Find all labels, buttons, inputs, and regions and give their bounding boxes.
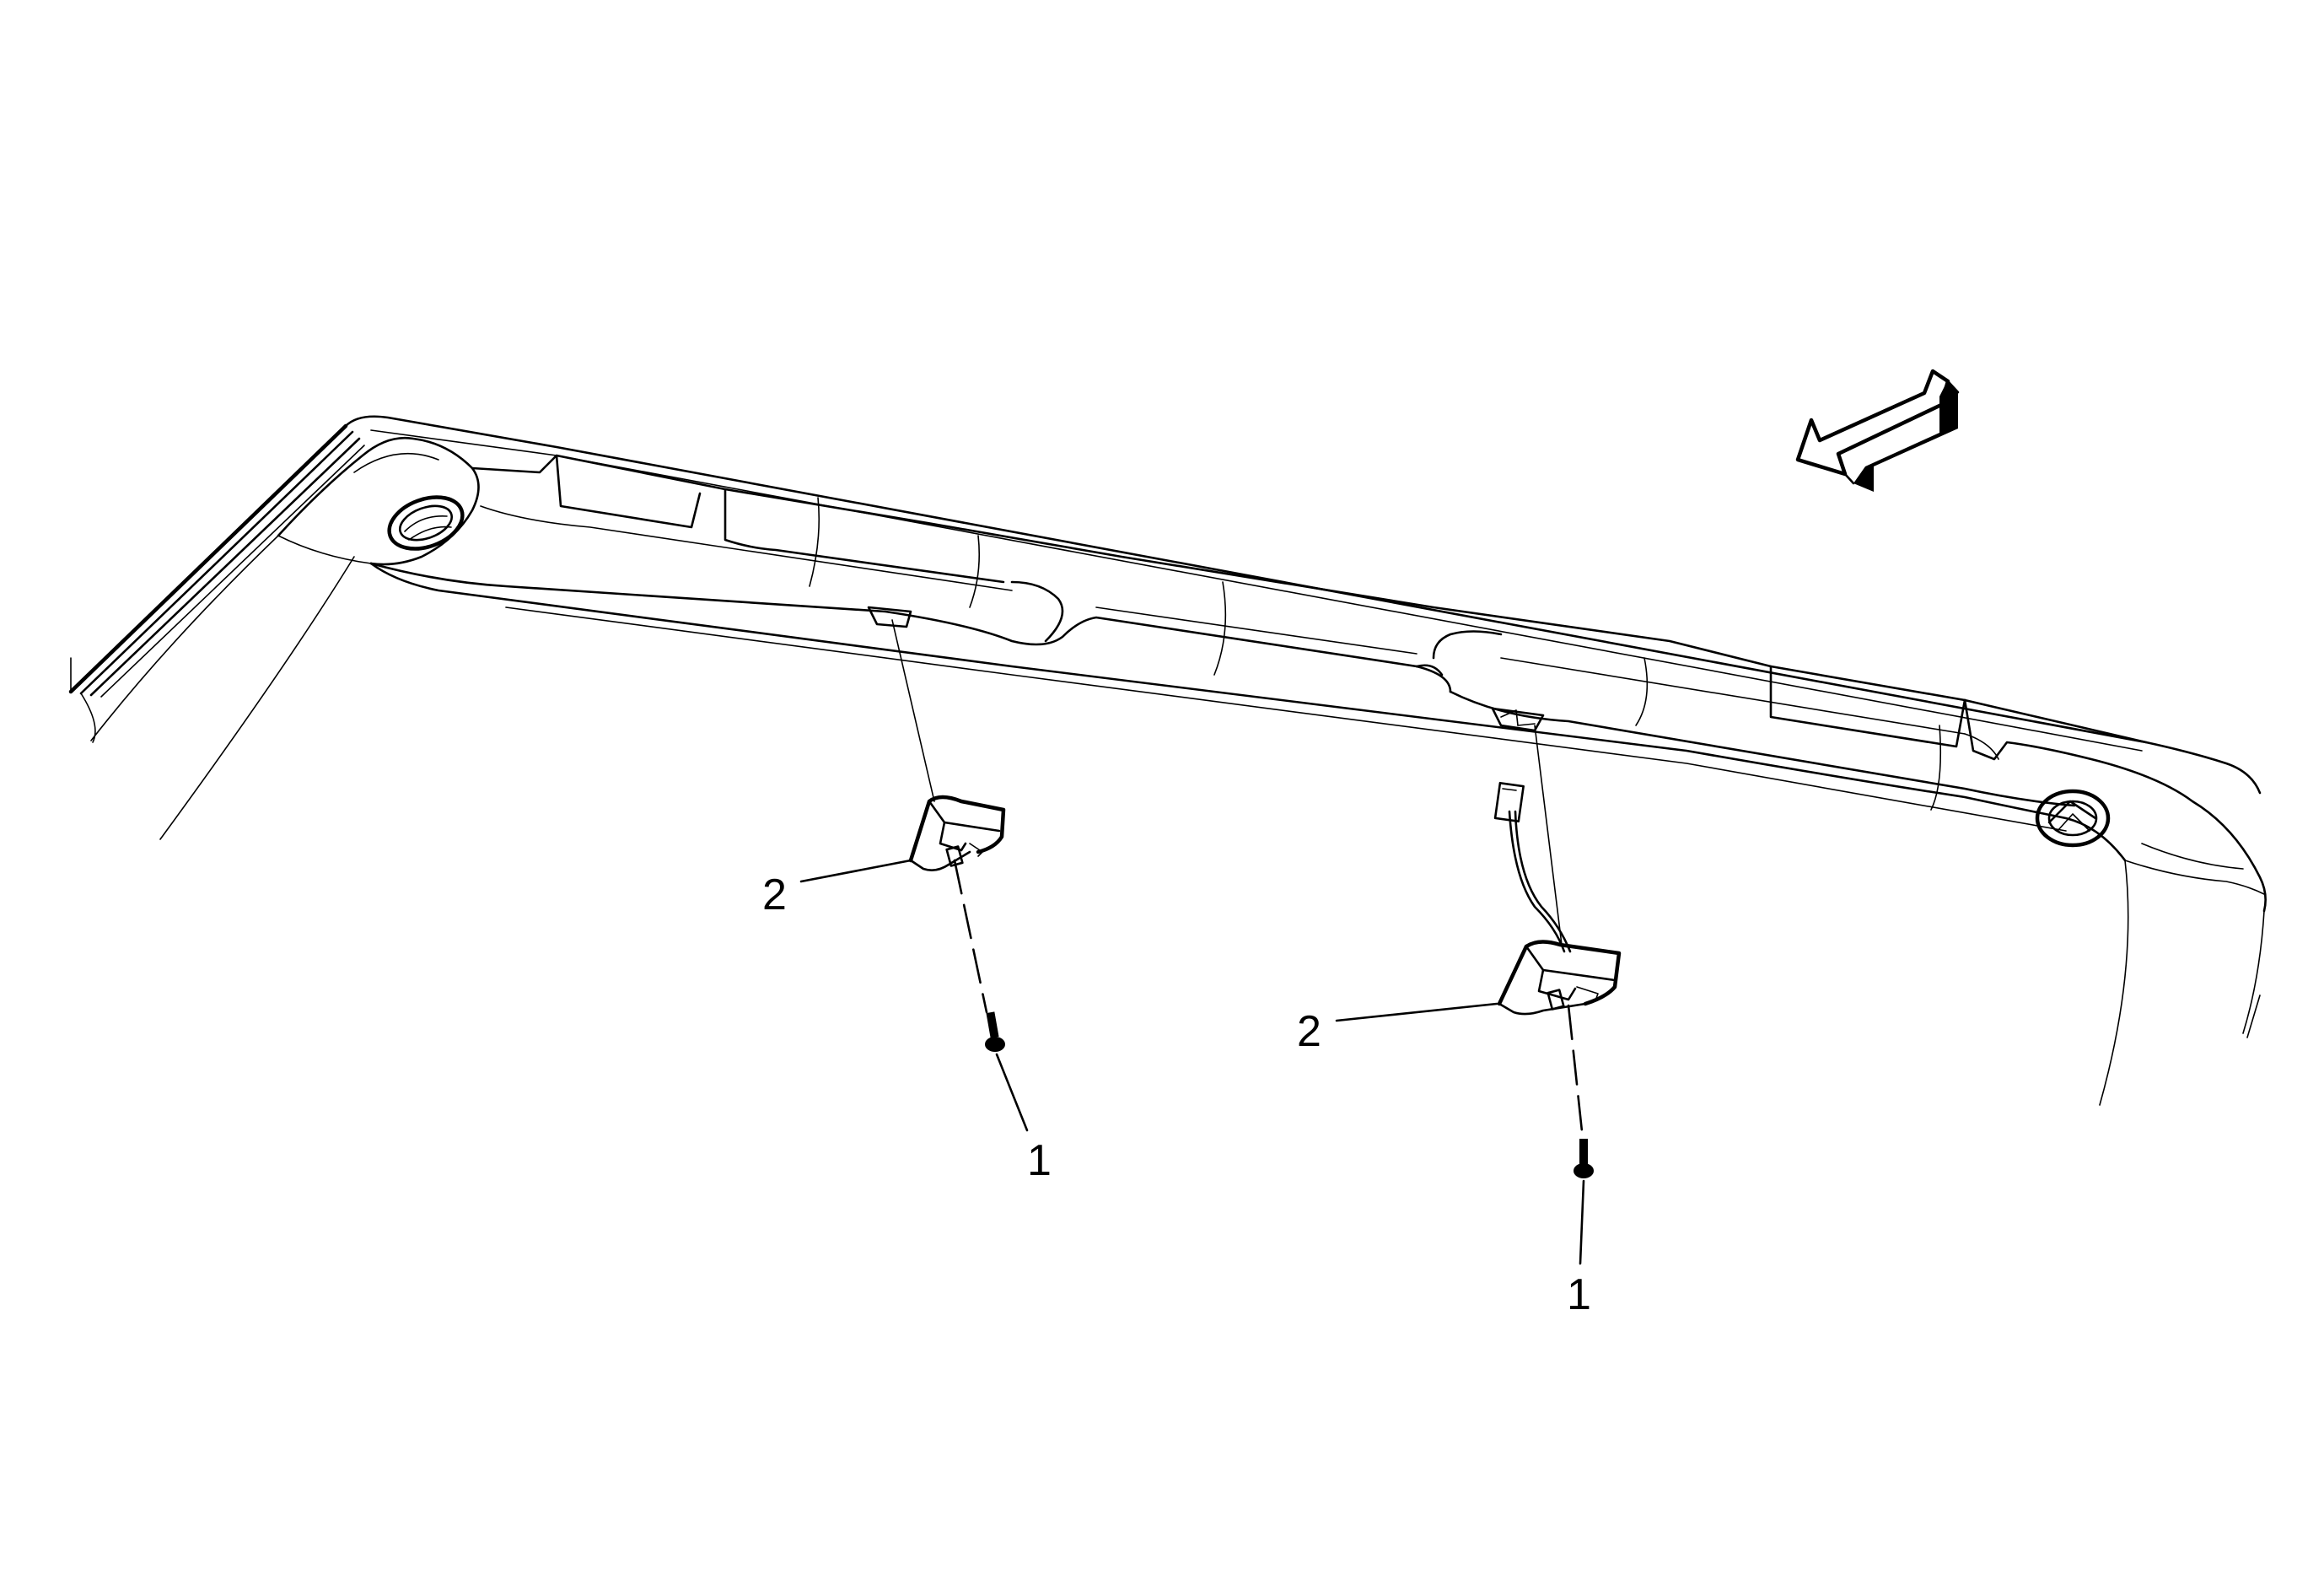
right-visor-clip xyxy=(1493,725,1622,1016)
leader-screw-right xyxy=(1579,1179,1585,1265)
leader-bracket-left xyxy=(799,859,912,883)
left-recess xyxy=(387,495,465,551)
windshield-frame-edge xyxy=(68,423,365,698)
callout-label-bracket-right: 2 xyxy=(1297,1007,1321,1056)
roof-top-edge xyxy=(344,415,2262,795)
callout-label-screw-left: 1 xyxy=(1027,1136,1052,1185)
left-screw-dash-line xyxy=(953,859,988,1014)
right-pillar xyxy=(2099,860,2129,1106)
left-clip-leader-up xyxy=(891,619,935,802)
headliner-panel xyxy=(68,415,2267,1106)
wire-harness xyxy=(1508,810,1566,953)
right-screw-dash-line xyxy=(1567,1004,1585,1149)
left-screw-icon xyxy=(985,1011,1005,1052)
visor-strip-bottom xyxy=(369,562,1452,693)
leader-screw-left xyxy=(995,1053,1029,1132)
right-clip-leader-up xyxy=(1534,725,1563,946)
left-visor-clip xyxy=(891,619,1006,871)
left-corner-curve xyxy=(277,436,480,566)
right-recess xyxy=(2035,789,2111,848)
right-screw-icon xyxy=(1574,1139,1594,1178)
visor-strip-top xyxy=(471,454,2148,744)
callout-label-bracket-left: 2 xyxy=(762,871,787,919)
left-pillar xyxy=(159,556,355,840)
right-corner-curve xyxy=(1963,698,2267,913)
arrow-forward-icon xyxy=(1795,369,1960,492)
leader-bracket-right xyxy=(1335,1002,1498,1022)
callout-label-screw-right: 1 xyxy=(1567,1270,1591,1319)
headliner-lower-edge xyxy=(369,562,2127,862)
